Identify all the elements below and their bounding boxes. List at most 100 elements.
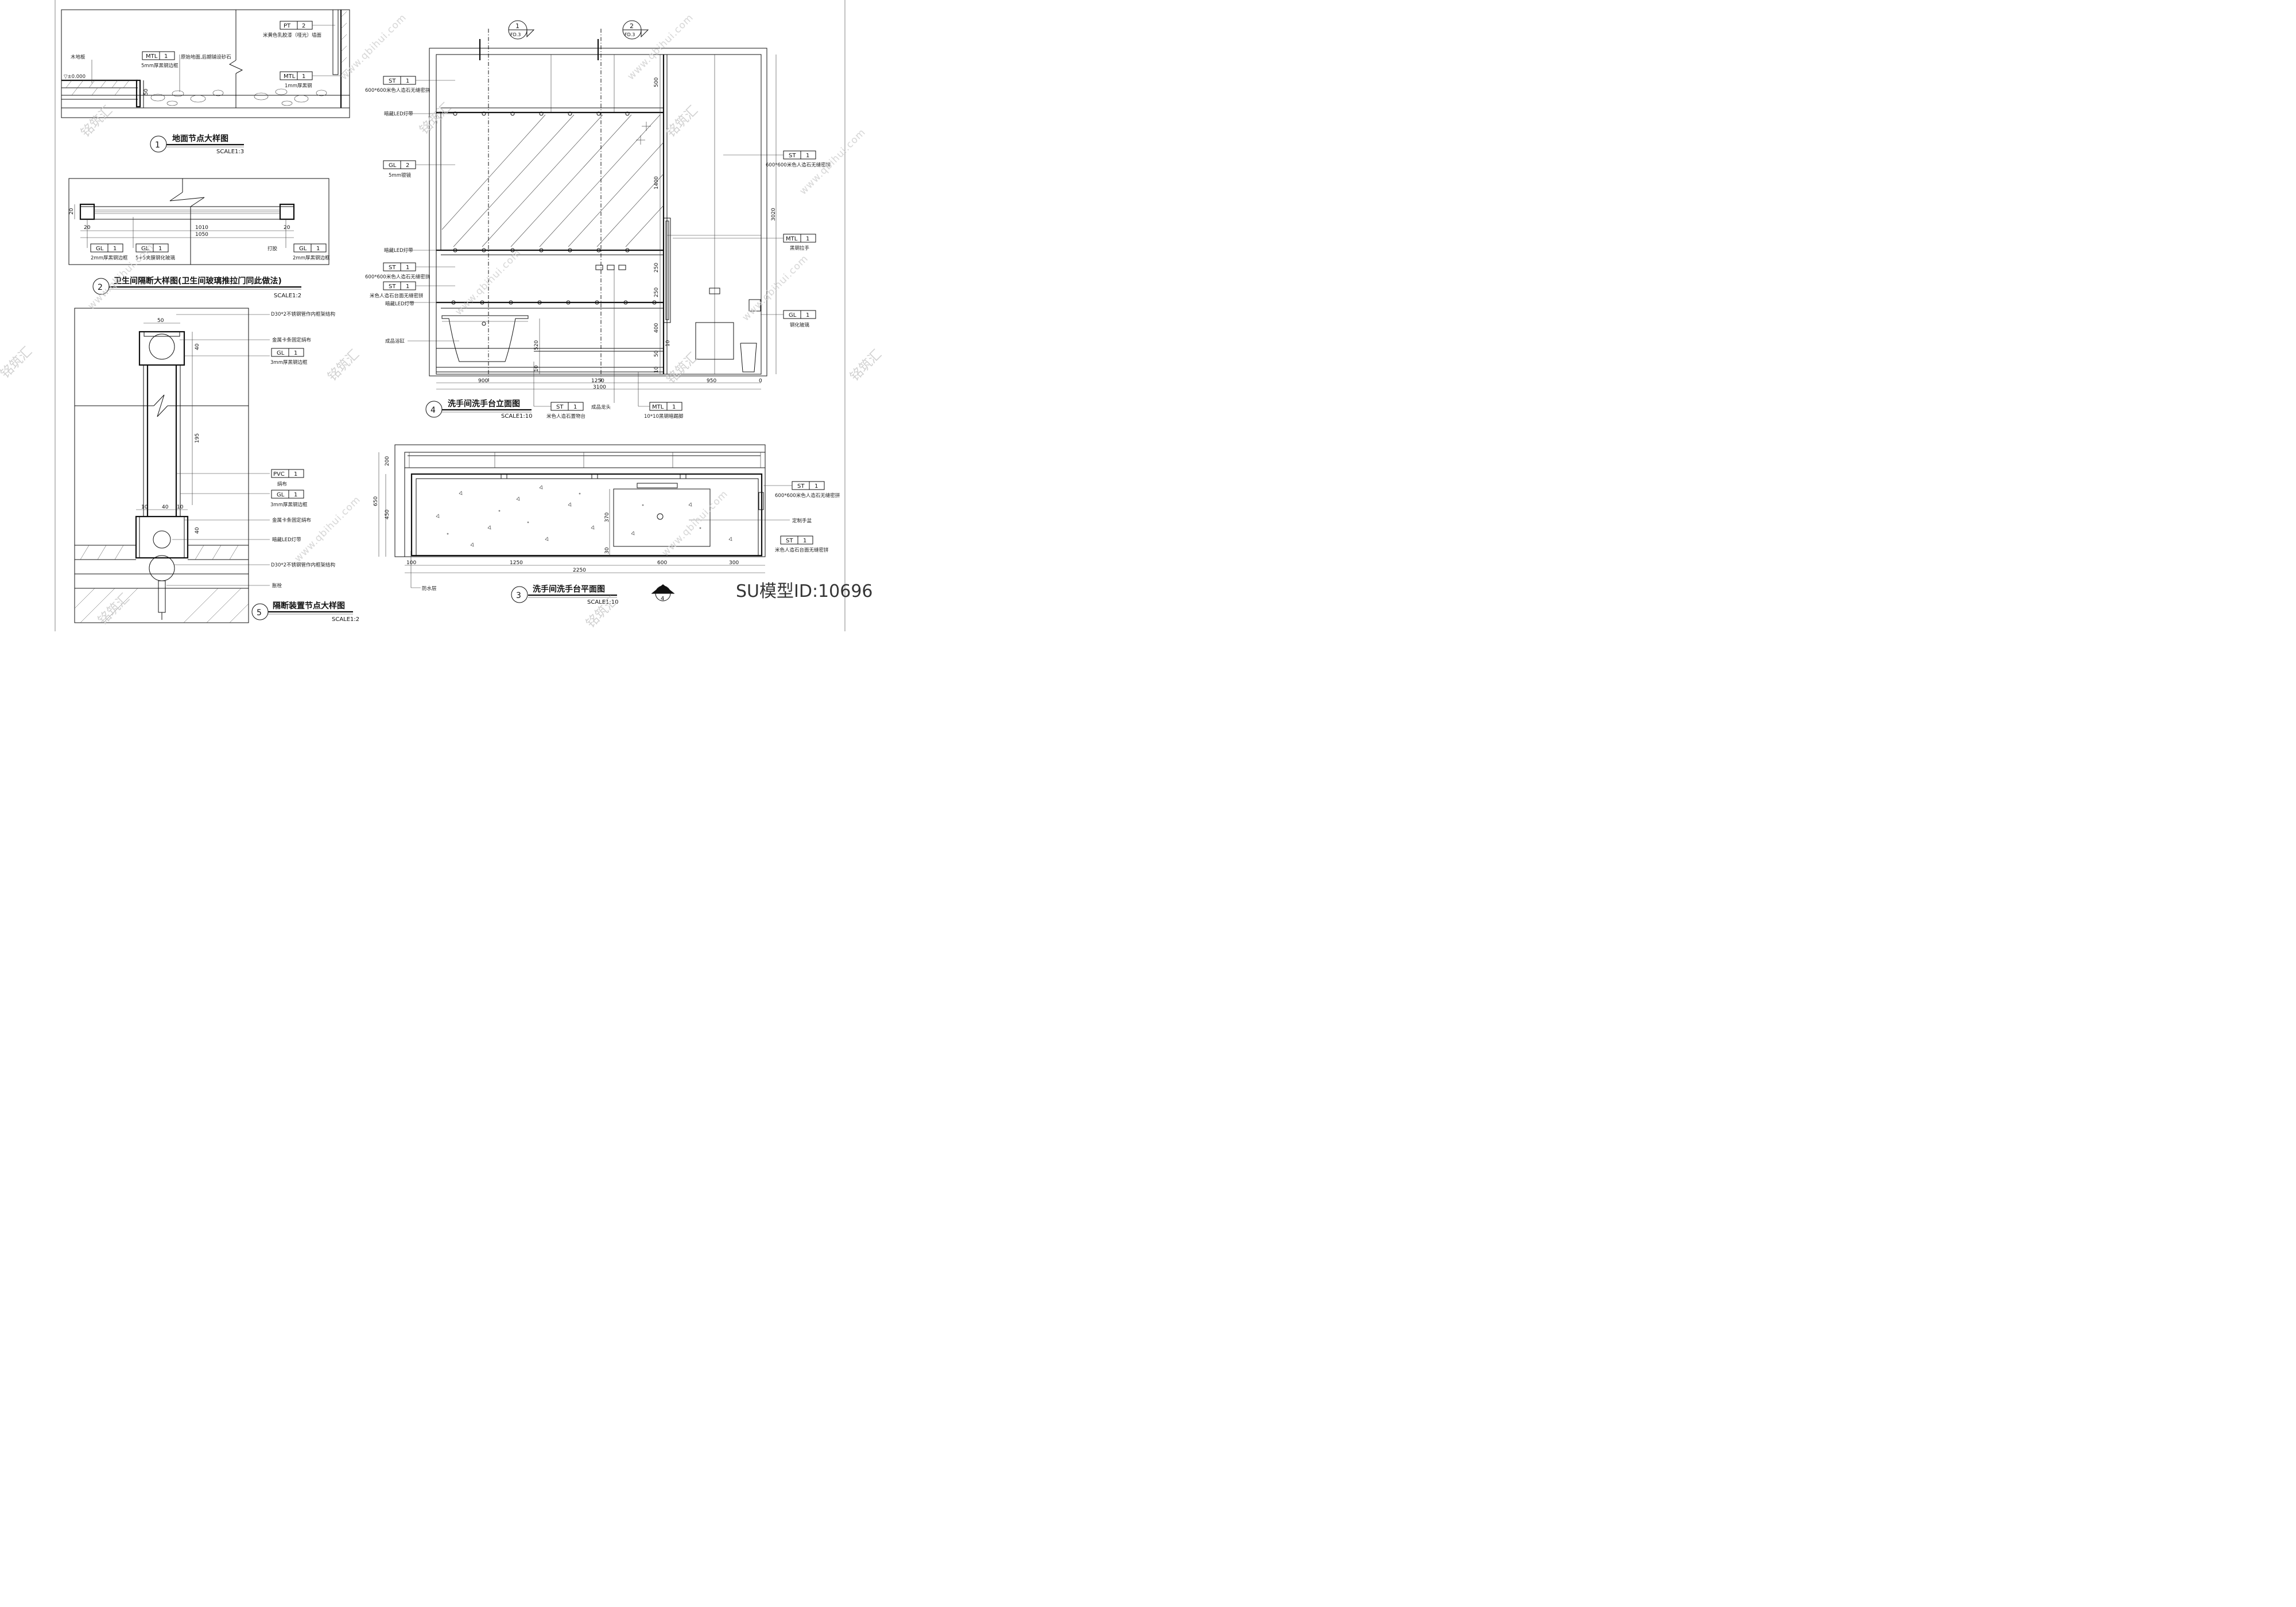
mtl2-note: 1mm厚黑钢 — [285, 83, 312, 89]
svg-text:600*600米色人造石无缝密拼: 600*600米色人造石无缝密拼 — [775, 492, 840, 499]
tag-st-1-plan: ST 1 600*600米色人造石无缝密拼 — [775, 481, 840, 499]
svg-text:1: 1 — [803, 538, 806, 544]
dim-50: 50 — [654, 350, 660, 357]
detail-5-number: 5 — [257, 608, 262, 618]
dim-250b: 250 — [654, 288, 660, 297]
detail-4-number: 4 — [430, 406, 436, 415]
tag-gl-1-left: GL 1 2mm厚黑钢边框 — [90, 243, 128, 261]
svg-text:绢布: 绢布 — [277, 481, 287, 487]
dim-300: 300 — [729, 560, 739, 566]
dim-200: 200 — [385, 456, 390, 466]
detail-3-number: 3 — [516, 591, 521, 600]
svg-text:1: 1 — [294, 492, 297, 498]
svg-text:MTL: MTL — [146, 53, 158, 60]
dim-10b: 10 — [177, 504, 184, 510]
dim-2250: 2250 — [573, 568, 586, 573]
detail-4-vanity-elevation: 1 FD.3 2 FD.3 ST 1 600*600米色人造石无缝密拼 暗藏LE… — [365, 20, 831, 420]
detail-2-number: 2 — [98, 283, 103, 292]
dim-950: 950 — [707, 378, 716, 384]
pt-note: 米黄色乳胶漆（哑光）墙面 — [263, 32, 322, 38]
dim-650: 650 — [373, 496, 379, 506]
tag-gl-1-mid: GL 1 5+5夹膜钢化玻璃 — [135, 243, 175, 261]
detail-2-title: 卫生间隔断大样图(卫生间玻璃推拉门同此做法) — [114, 276, 282, 286]
svg-text:600*600米色人造石无缝密拼: 600*600米色人造石无缝密拼 — [365, 274, 430, 280]
dim-100: 100 — [406, 560, 416, 566]
note-clip-bottom: 金属卡条固定绢布 — [272, 517, 311, 523]
svg-text:PVC: PVC — [273, 471, 285, 478]
note-led: 暗藏LED灯带 — [272, 537, 301, 543]
dim-195: 195 — [195, 433, 200, 443]
svg-text:2mm厚黑钢边框: 2mm厚黑钢边框 — [91, 255, 128, 261]
dim-900: 900 — [478, 378, 488, 384]
level-mark: ▽±0.000 — [64, 74, 86, 80]
dim-600: 600 — [657, 560, 667, 566]
detail-5-title: 隔断装置节点大样图 — [273, 601, 345, 611]
section-marker-2: 2 FD.3 — [622, 20, 649, 40]
svg-text:1: 1 — [113, 246, 117, 252]
dim-10b: 10 — [654, 366, 660, 373]
svg-text:1: 1 — [316, 246, 320, 252]
tag-gl-1b: GL 1 3mm厚黑钢边框 — [270, 490, 308, 508]
tag-mtl-1: MTL 1 — [142, 51, 175, 60]
svg-text:1: 1 — [294, 350, 297, 356]
glue-note: 打胶 — [267, 246, 278, 252]
dim-250a: 250 — [654, 263, 660, 273]
svg-text:2: 2 — [302, 23, 305, 29]
svg-text:2mm厚黑钢边框: 2mm厚黑钢边框 — [293, 255, 330, 261]
dim-0: 0 — [759, 378, 762, 384]
svg-text:FD.3: FD.3 — [625, 32, 635, 37]
svg-text:1: 1 — [815, 483, 818, 490]
svg-text:ST: ST — [789, 153, 796, 159]
svg-text:ST: ST — [556, 404, 564, 410]
svg-text:GL: GL — [389, 162, 397, 169]
note-bolt: 胀栓 — [272, 583, 282, 589]
note-tube-bottom: D30*2不锈钢管作内框架结构 — [271, 562, 335, 568]
dim-520: 520 — [534, 340, 540, 350]
svg-text:1: 1 — [406, 284, 409, 290]
dim-3020: 3020 — [771, 208, 777, 221]
svg-text:GL: GL — [277, 350, 285, 356]
svg-text:FD.3: FD.3 — [510, 32, 521, 37]
svg-text:米色人造石台面无缝密拼: 米色人造石台面无缝密拼 — [775, 547, 829, 553]
detail-1-title: 地面节点大样图 — [172, 134, 228, 143]
detail-3-scale: SCALE1:10 — [587, 599, 619, 605]
tag-st-1-plan-b: ST 1 米色人造石台面无缝密拼 — [775, 535, 829, 553]
note-clip-top: 金属卡条固定绢布 — [272, 337, 311, 343]
detail-2-partition: 20 20 1010 20 1050 GL 1 2mm厚黑钢边框 GL 1 5+… — [68, 178, 330, 299]
dim-1050: 1050 — [195, 232, 208, 238]
dim-40a: 40 — [195, 343, 200, 350]
detail-4-title: 洗手间洗手台立面图 — [448, 399, 520, 409]
dim-400: 400 — [654, 323, 660, 333]
svg-text:1: 1 — [302, 73, 305, 80]
detail-3-title: 洗手间洗手台平面图 — [533, 584, 605, 594]
dim-10a: 10 — [141, 504, 148, 510]
svg-text:GL: GL — [299, 246, 307, 252]
elevation-marker-4: 4 — [651, 584, 674, 602]
svg-text:ST: ST — [389, 78, 396, 84]
dim-1400: 1400 — [654, 176, 660, 189]
model-id-watermark: SU模型ID:10696 — [736, 581, 873, 601]
svg-text:3mm厚黑钢边框: 3mm厚黑钢边框 — [270, 502, 308, 508]
svg-text:GL: GL — [789, 312, 797, 319]
dim-450: 450 — [385, 510, 390, 519]
svg-text:GL: GL — [141, 246, 149, 252]
svg-text:5mm银镜: 5mm银镜 — [389, 172, 411, 178]
svg-text:PT: PT — [284, 23, 291, 29]
dim-10c: 10 — [534, 365, 540, 372]
dim-1250: 1250 — [591, 378, 604, 384]
dim-50: 50 — [157, 318, 164, 324]
svg-text:ST: ST — [389, 265, 396, 271]
dim-1250: 1250 — [510, 560, 523, 566]
tag-gl-1: GL 1 3mm厚黑钢边框 — [270, 348, 308, 366]
basin-label: 定制手盆 — [792, 518, 812, 524]
svg-text:MTL: MTL — [652, 404, 664, 410]
svg-text:MTL: MTL — [786, 236, 798, 242]
svg-text:米色人造石台面无缝密拼: 米色人造石台面无缝密拼 — [370, 293, 424, 299]
dim-1010: 1010 — [195, 225, 208, 231]
detail-5-scale: SCALE1:2 — [332, 616, 359, 623]
svg-text:1: 1 — [806, 312, 809, 319]
detail-1-number: 1 — [155, 141, 160, 150]
tag-gl-1-right: GL 1 2mm厚黑钢边框 — [293, 243, 330, 261]
wood-floor-label: 木地板 — [71, 54, 86, 60]
mirror-hatch — [441, 114, 664, 247]
